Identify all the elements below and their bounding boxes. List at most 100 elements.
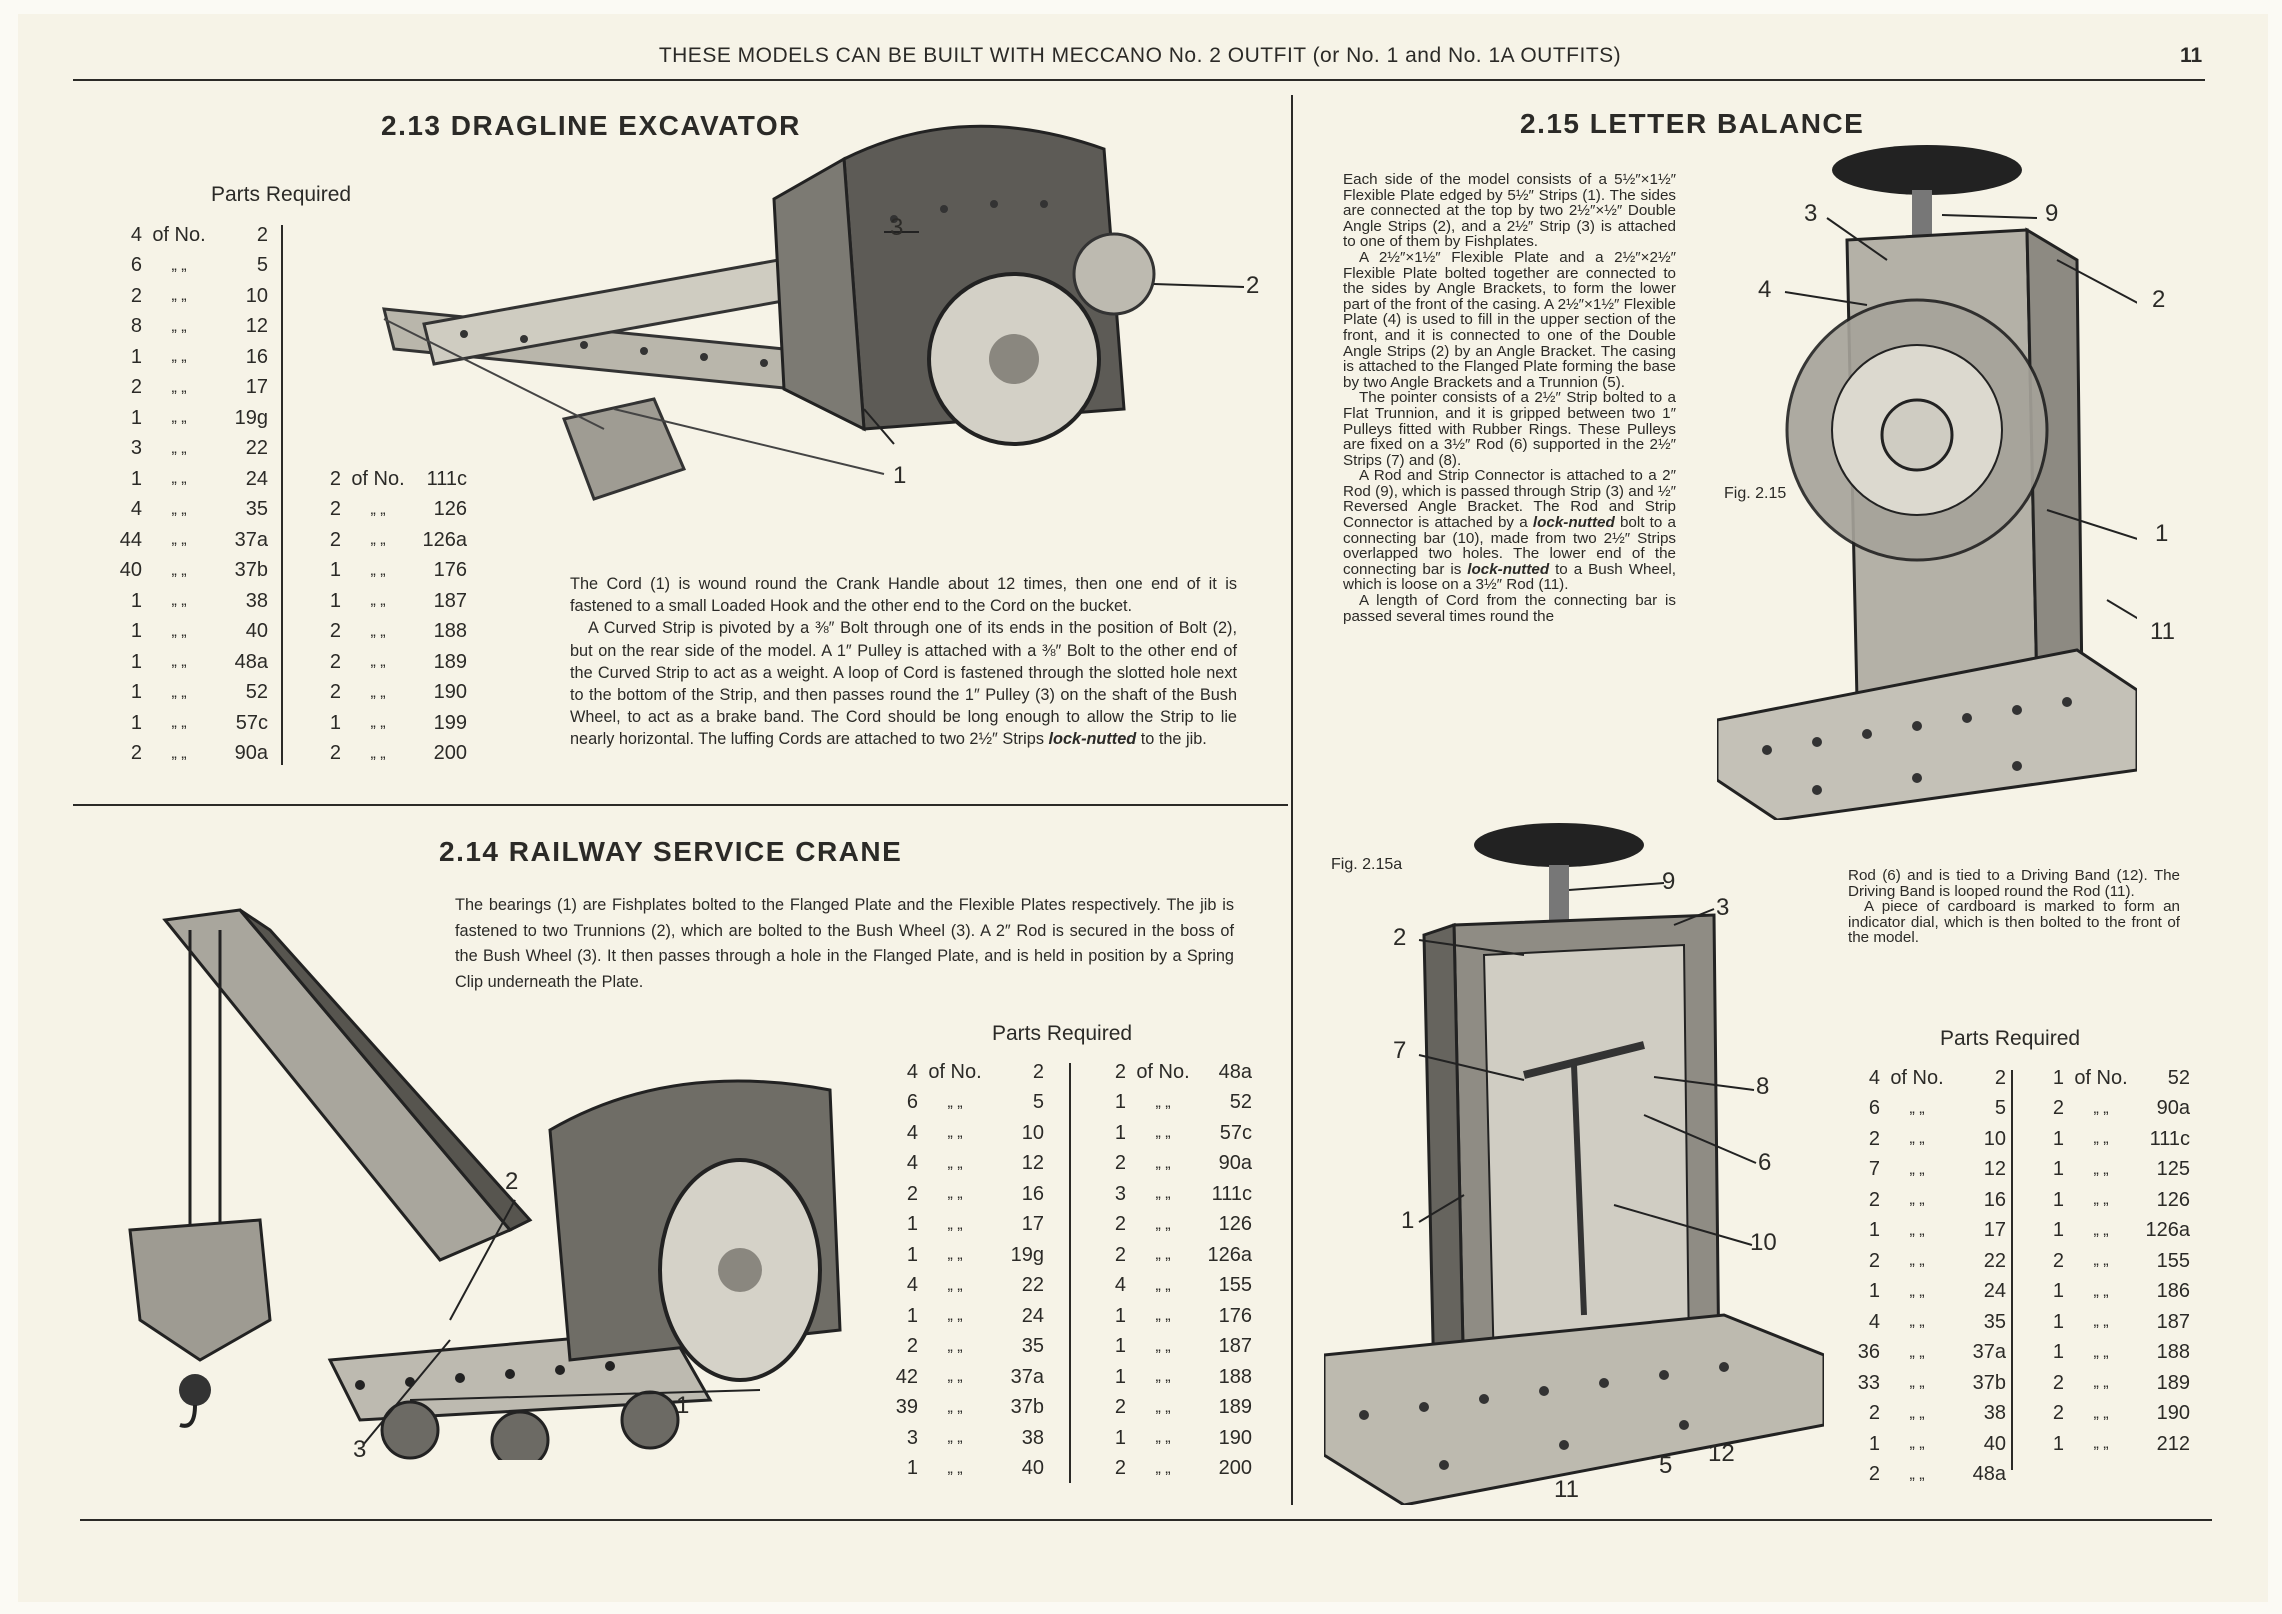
ditto-marks: „ „: [947, 1429, 963, 1447]
parts-row: 2„ „126a: [307, 525, 467, 556]
part-number: 40: [245, 620, 268, 643]
ditto-marks: „ „: [1155, 1337, 1171, 1355]
parts-row: 1„ „57c: [1092, 1118, 1252, 1149]
ditto-marks: „ „: [1155, 1429, 1171, 1447]
part-number: 5: [256, 254, 268, 277]
parts-row: 8„ „12: [108, 312, 268, 343]
ditto-marks: „ „: [947, 1398, 963, 1416]
callout-3: 3: [890, 214, 904, 241]
part-number: 57c: [235, 711, 268, 734]
part-quantity: 1: [1114, 1335, 1126, 1358]
parts-row: 3„ „38: [884, 1423, 1044, 1454]
part-number: 17: [1983, 1219, 2006, 1242]
parts-row: 2„ „16: [1846, 1185, 2006, 1216]
text-run: The pointer consists of a 2½″ Strip bolt…: [1343, 389, 1676, 469]
ditto-marks: „ „: [1155, 1215, 1171, 1233]
part-quantity: 40: [119, 559, 142, 582]
ditto-marks: „ „: [1155, 1459, 1171, 1477]
part-quantity: 1: [2052, 1127, 2064, 1150]
ditto-marks: „ „: [2093, 1435, 2109, 1453]
dragline-excavator-illustration: [382, 124, 1244, 501]
part-quantity: 2: [329, 528, 341, 551]
part-number: 190: [2156, 1402, 2190, 1425]
part-quantity: 1: [329, 559, 341, 582]
part-quantity: 3: [906, 1426, 918, 1449]
part-number: 48a: [1218, 1060, 1252, 1083]
ditto-marks: „ „: [1909, 1252, 1925, 1270]
ditto-marks: „ „: [1155, 1124, 1171, 1142]
part-quantity: 1: [1114, 1091, 1126, 1114]
parts-row: 1„ „16: [108, 342, 268, 373]
parts-row: 1„ „24: [884, 1301, 1044, 1332]
ditto-marks: „ „: [1155, 1368, 1171, 1386]
of-no-label: of No.: [351, 467, 405, 490]
part-number: 90a: [1218, 1152, 1252, 1175]
part-number: 17: [245, 376, 268, 399]
callout-11: 11: [2150, 618, 2175, 645]
part-quantity: 2: [906, 1335, 918, 1358]
parts-row: 2„ „155: [2030, 1246, 2190, 1277]
parts-row: 2„ „189: [307, 647, 467, 678]
part-number: 126: [433, 498, 467, 521]
part-number: 48a: [1972, 1463, 2006, 1486]
part-quantity: 1: [1868, 1432, 1880, 1455]
ditto-marks: „ „: [370, 531, 386, 549]
ditto-marks: „ „: [947, 1154, 963, 1172]
parts-row: 1„ „187: [2030, 1307, 2190, 1338]
callout-4: 4: [1758, 276, 1772, 303]
ditto-marks: „ „: [171, 531, 187, 549]
callout-10: 10: [1750, 1229, 1777, 1256]
ditto-marks: „ „: [947, 1276, 963, 1294]
ditto-marks: „ „: [1909, 1465, 1925, 1483]
ditto-marks: „ „: [171, 256, 187, 274]
table-divider: [1069, 1063, 1071, 1483]
part-quantity: 2: [2052, 1371, 2064, 1394]
parts-row: 1„ „125: [2030, 1155, 2190, 1186]
part-number: 176: [433, 559, 467, 582]
parts-row: 2„ „22: [1846, 1246, 2006, 1277]
part-number: 19g: [1010, 1243, 1044, 1266]
part-quantity: 1: [2052, 1158, 2064, 1181]
ditto-marks: „ „: [1909, 1099, 1925, 1117]
part-quantity: 1: [130, 589, 142, 612]
part-quantity: 1: [906, 1457, 918, 1480]
part-quantity: 4: [1868, 1310, 1880, 1333]
text-run: to a Bush Wheel, which is loose on a 3½″…: [1343, 560, 1676, 594]
parts-row: 1„ „199: [307, 708, 467, 739]
part-number: 189: [2156, 1371, 2190, 1394]
text-run: A 2½″×1½″ Flexible Plate and a 2½″×2½″ F…: [1343, 248, 1676, 391]
part-number: 188: [433, 620, 467, 643]
of-no-label: of No.: [2074, 1066, 2128, 1089]
part-number: 35: [245, 498, 268, 521]
callout-12: 12: [1708, 1440, 1735, 1467]
ditto-marks: „ „: [1155, 1185, 1171, 1203]
instructions-2-15: Each side of the model consists of a 5½″…: [1343, 172, 1676, 624]
ditto-marks: „ „: [1909, 1313, 1925, 1331]
part-number: 16: [1021, 1182, 1044, 1205]
part-quantity: 4: [1868, 1066, 1880, 1089]
ditto-marks: „ „: [2093, 1313, 2109, 1331]
part-quantity: 1: [2052, 1188, 2064, 1211]
emphasis-text: lock-nutted: [1048, 730, 1137, 749]
parts-row: 2„ „189: [1092, 1393, 1252, 1424]
part-number: 35: [1983, 1310, 2006, 1333]
part-number: 35: [1021, 1335, 1044, 1358]
parts-row: 1„ „52: [108, 678, 268, 709]
part-quantity: 1: [1868, 1219, 1880, 1242]
part-number: 2: [1994, 1066, 2006, 1089]
part-number: 188: [1218, 1365, 1252, 1388]
part-number: 155: [1218, 1274, 1252, 1297]
ditto-marks: „ „: [171, 744, 187, 762]
paragraph: The Cord (1) is wound round the Crank Ha…: [570, 573, 1237, 617]
ditto-marks: „ „: [370, 714, 386, 732]
part-quantity: 1: [130, 681, 142, 704]
part-quantity: 1: [2052, 1219, 2064, 1242]
part-number: 40: [1021, 1457, 1044, 1480]
parts-row: 2„ „200: [307, 739, 467, 770]
parts-row: 1„ „190: [1092, 1423, 1252, 1454]
parts-row: 3„ „111c: [1092, 1179, 1252, 1210]
part-quantity: 1: [130, 467, 142, 490]
parts-row: 1„ „19g: [884, 1240, 1044, 1271]
text-run: Each side of the model consists of a 5½″…: [1343, 171, 1676, 251]
